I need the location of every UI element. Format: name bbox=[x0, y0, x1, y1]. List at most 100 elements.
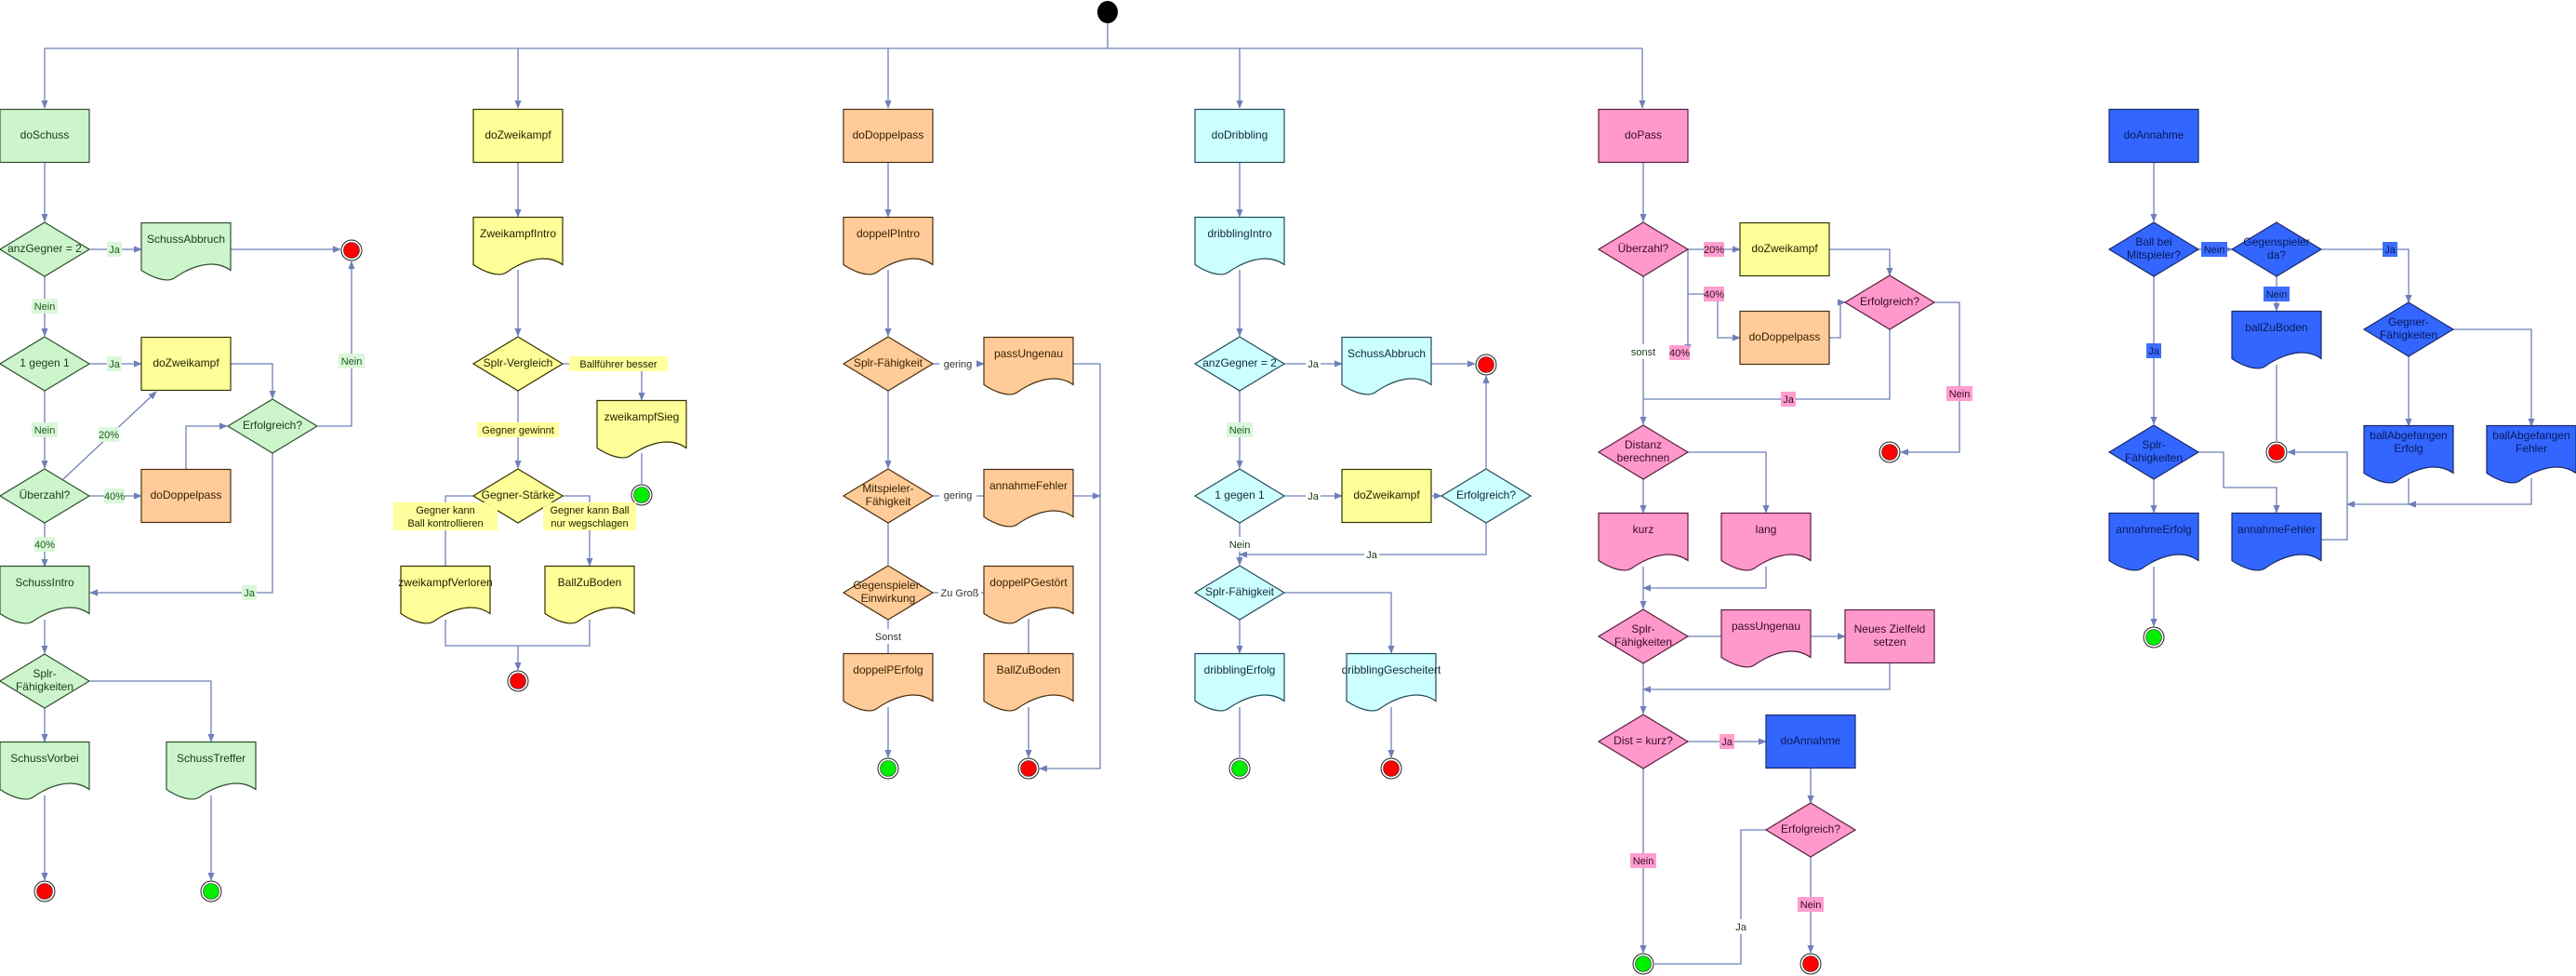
decision-dist-kurz-node[interactable]: Dist = kurz? bbox=[1597, 714, 1690, 769]
document-shape bbox=[2363, 424, 2454, 484]
decision-anzgegner-2-node[interactable]: anzGegner = 2 bbox=[1193, 336, 1286, 392]
document-annahmefehler-node[interactable]: annahmeFehler bbox=[2231, 512, 2322, 571]
document-zweikampfsieg-node[interactable]: zweikampfSieg bbox=[596, 399, 687, 459]
end-fail-node[interactable] bbox=[2265, 441, 2288, 463]
document-zweikampfverloren-node[interactable]: zweikampfVerloren bbox=[398, 565, 493, 624]
end-fail-node[interactable] bbox=[1475, 354, 1497, 376]
process-doschuss-node[interactable]: doSchuss bbox=[0, 108, 90, 164]
document-zweikampfintro-node[interactable]: ZweikampfIntro bbox=[472, 216, 564, 275]
end-fail-node[interactable] bbox=[1017, 757, 1040, 780]
decision-erfolgreich-node[interactable]: Erfolgreich? bbox=[1843, 274, 1936, 330]
edge-label-text: 40% bbox=[1704, 289, 1724, 301]
end-fail-node[interactable] bbox=[340, 239, 363, 261]
decision-überzahl-node[interactable]: Überzahl? bbox=[1597, 221, 1690, 277]
connector-arrow bbox=[2321, 248, 2412, 303]
node-label: Mitspieler-Fähigkeit bbox=[862, 482, 913, 508]
document-annahmefehler-node[interactable]: annahmeFehler bbox=[983, 468, 1074, 528]
process-dopass-node[interactable]: doPass bbox=[1598, 108, 1689, 164]
edge-label-text: Ballführer besser bbox=[579, 359, 657, 370]
decision-diamond bbox=[1440, 468, 1533, 524]
decision-splr-fähigkeiten-node[interactable]: Splr-Fähigkeiten bbox=[1597, 608, 1690, 664]
document-dribblinggescheitert-node[interactable]: dribblingGescheitert bbox=[1342, 652, 1441, 712]
end-success-node[interactable] bbox=[1228, 757, 1251, 780]
document-dribblingintro-node[interactable]: dribblingIntro bbox=[1194, 216, 1285, 275]
edge-label-ja: Ja bbox=[1306, 356, 1321, 371]
end-fail-node[interactable] bbox=[507, 670, 529, 692]
end-success-node[interactable] bbox=[631, 484, 653, 506]
document-passungenau-node[interactable]: passUngenau bbox=[1720, 608, 1812, 668]
decision-1-gegen-1-node[interactable]: 1 gegen 1 bbox=[0, 336, 91, 392]
decision-erfolgreich-node[interactable]: Erfolgreich? bbox=[1764, 802, 1857, 858]
decision-erfolgreich-node[interactable]: Erfolgreich? bbox=[1440, 468, 1533, 524]
document-schussabbruch-node[interactable]: SchussAbbruch bbox=[1341, 336, 1432, 395]
node-label: 1 gegen 1 bbox=[20, 356, 70, 369]
document-ballzuboden-node[interactable]: BallZuBoden bbox=[983, 652, 1074, 712]
process-dozweikampf-node[interactable]: doZweikampf bbox=[140, 336, 232, 392]
end-success-node[interactable] bbox=[2143, 626, 2165, 648]
process-dodoppelpass-node[interactable]: doDoppelpass bbox=[843, 108, 934, 164]
decision-1-gegen-1-node[interactable]: 1 gegen 1 bbox=[1193, 468, 1286, 524]
edge-label-background bbox=[1227, 537, 1253, 552]
process-dodoppelpass-node[interactable]: doDoppelpass bbox=[140, 468, 232, 524]
process-dozweikampf-node[interactable]: doZweikampf bbox=[472, 108, 564, 164]
decision-splr-fähigkeiten-node[interactable]: Splr-Fähigkeiten bbox=[0, 653, 91, 709]
document-schusstreffer-node[interactable]: SchussTreffer bbox=[166, 741, 257, 800]
node-label: doSchuss bbox=[20, 128, 70, 141]
document-doppelpgestört-node[interactable]: doppelPGestört bbox=[983, 565, 1074, 624]
document-ballzuboden-node[interactable]: BallZuBoden bbox=[544, 565, 635, 624]
document-ballzuboden-node[interactable]: ballZuBoden bbox=[2231, 310, 2322, 369]
decision-gegenspieler-einwirkung-node[interactable]: Gegenspieler-Einwirkung bbox=[842, 565, 935, 621]
edge-label-text: Nein bbox=[34, 425, 56, 436]
end-fail-node[interactable] bbox=[1879, 441, 1901, 463]
decision-erfolgreich-node[interactable]: Erfolgreich? bbox=[226, 398, 319, 454]
end-fail-node[interactable] bbox=[1799, 953, 1822, 975]
decision-überzahl-node[interactable]: Überzahl? bbox=[0, 468, 91, 524]
edge-label-background bbox=[939, 488, 976, 502]
decision-splr-fähigkeit-node[interactable]: Splr-Fähigkeit bbox=[1193, 565, 1286, 621]
process-doannahme-node[interactable]: doAnnahme bbox=[1765, 714, 1856, 769]
document-annahmeerfolg-node[interactable]: annahmeErfolg bbox=[2108, 512, 2199, 571]
edge-label-sonst: sonst bbox=[1627, 344, 1659, 359]
document-doppelpintro-node[interactable]: doppelPIntro bbox=[843, 216, 934, 275]
end-fail-node[interactable] bbox=[33, 880, 56, 902]
node-label: Splr-Fähigkeiten bbox=[16, 667, 73, 693]
document-passungenau-node[interactable]: passUngenau bbox=[983, 336, 1074, 395]
document-lang-node[interactable]: lang bbox=[1720, 512, 1812, 571]
document-schussintro-node[interactable]: SchussIntro bbox=[0, 565, 90, 624]
decision-splr-vergleich-node[interactable]: Splr-Vergleich bbox=[471, 336, 564, 392]
edge-label-ja: Ja bbox=[1364, 547, 1379, 562]
document-schussabbruch-node[interactable]: SchussAbbruch bbox=[140, 221, 232, 281]
document-dribblingerfolg-node[interactable]: dribblingErfolg bbox=[1194, 652, 1285, 712]
process-doannahme-node[interactable]: doAnnahme bbox=[2108, 108, 2199, 164]
decision-gegner-fähigkeiten-node[interactable]: Gegner-Fähigkeiten bbox=[2362, 301, 2455, 357]
decision-splr-fähigkeit-node[interactable]: Splr-Fähigkeit bbox=[842, 336, 935, 392]
edge-label-text: Ja bbox=[2384, 245, 2397, 256]
decision-mitspieler-fähigkeit-node[interactable]: Mitspieler-Fähigkeit bbox=[842, 468, 935, 524]
end-fail-node[interactable] bbox=[1380, 757, 1402, 780]
document-doppelperfolg-node[interactable]: doppelPErfolg bbox=[843, 652, 934, 712]
connector-arrow bbox=[1642, 567, 1767, 592]
process-dodribbling-node[interactable]: doDribbling bbox=[1194, 108, 1285, 164]
end-success-node[interactable] bbox=[877, 757, 899, 780]
decision-diamond bbox=[0, 468, 91, 524]
edge-label-text: gering bbox=[944, 490, 973, 501]
node-label: 1 gegen 1 bbox=[1215, 488, 1265, 501]
end-success-node[interactable] bbox=[200, 880, 222, 902]
process-dodoppelpass-node[interactable]: doDoppelpass bbox=[1739, 310, 1830, 366]
document-schussvorbei-node[interactable]: SchussVorbei bbox=[0, 741, 90, 800]
document-kurz-node[interactable]: kurz bbox=[1598, 512, 1689, 571]
decision-anzgegner-2-node[interactable]: anzGegner = 2 bbox=[0, 221, 91, 277]
start-node[interactable] bbox=[1097, 1, 1118, 23]
connector-arrow bbox=[1688, 451, 1770, 514]
node-label: SchussIntro bbox=[15, 576, 74, 589]
process-dozweikampf-node[interactable]: doZweikampf bbox=[1341, 468, 1432, 524]
decision-splr-fähigkeiten-node[interactable]: Splr-Fähigkeiten bbox=[2107, 424, 2200, 480]
end-success-node[interactable] bbox=[1632, 953, 1654, 975]
process-dozweikampf-node[interactable]: doZweikampf bbox=[1739, 221, 1830, 277]
